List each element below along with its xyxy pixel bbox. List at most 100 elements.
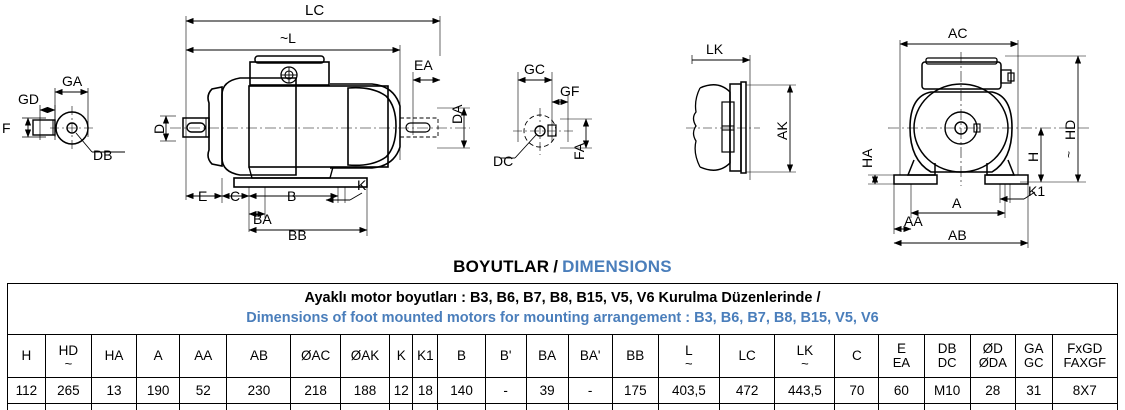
column-header-line1: GA — [1023, 340, 1044, 356]
table-cell-e: 60 — [878, 377, 925, 404]
table-cell-partial — [44, 403, 92, 410]
dimensions-table: Ayaklı motor boyutları : B3, B6, B7, B8,… — [7, 283, 1119, 410]
page-title-separator: / — [553, 257, 559, 276]
table-cell-partial — [437, 403, 486, 410]
dimensions-table-head: Ayaklı motor boyutları : B3, B6, B7, B8,… — [7, 283, 1119, 378]
column-header-a: A — [136, 334, 181, 378]
table-cell-partial — [1051, 403, 1119, 410]
label-K1: K1 — [1028, 183, 1045, 199]
column-header-line1: E — [896, 340, 906, 356]
label-HA: HA — [859, 148, 875, 168]
table-cell-partial — [657, 403, 720, 410]
table-cell-lk: 443,5 — [774, 377, 836, 404]
label-H: H — [1025, 152, 1041, 162]
column-header-ha: HA — [90, 334, 138, 378]
column-header-line1: DB — [937, 340, 957, 356]
column-header-line2: GC — [1023, 355, 1044, 371]
column-header-line1: HD — [58, 342, 79, 358]
table-cell-ba: 39 — [525, 377, 569, 404]
column-header-c: C — [834, 334, 880, 378]
flange-detail-drawing — [500, 72, 592, 159]
column-header-line1: BA — [538, 348, 557, 364]
table-cell-ga: 31 — [1014, 377, 1053, 404]
column-header-lc: LC — [718, 334, 776, 378]
page-title-english: DIMENSIONS — [562, 257, 672, 276]
table-cell-partial — [611, 403, 659, 410]
table-row-partial — [7, 403, 1119, 410]
table-cell-ba: - — [567, 377, 613, 404]
column-header-b: B — [437, 334, 486, 378]
motor-front-view-drawing — [868, 40, 1092, 248]
label-GC: GC — [524, 61, 545, 77]
column-header-ab: AB — [226, 334, 292, 378]
table-cell-k1: 18 — [412, 377, 439, 404]
label-A: A — [952, 195, 962, 211]
page-title: BOYUTLAR / DIMENSIONS — [0, 254, 1125, 280]
label-AC: AC — [948, 25, 967, 41]
shaft-end-detail-drawing — [22, 88, 125, 153]
label-FA: FA — [571, 142, 587, 160]
label-GA: GA — [62, 73, 83, 89]
label-HD: HD — [1062, 120, 1078, 140]
table-cell-partial — [923, 403, 971, 410]
table-cell-partial — [878, 403, 925, 410]
column-header-k: K — [389, 334, 414, 378]
table-cell-partial — [136, 403, 181, 410]
column-header-line2: DC — [937, 355, 957, 371]
table-cell-fxgd: 8X7 — [1051, 377, 1119, 404]
column-header-line1: ØD — [982, 340, 1003, 356]
table-cell-k: 12 — [389, 377, 414, 404]
label-F: F — [2, 120, 11, 136]
table-cell-partial — [484, 403, 527, 410]
column-header-ba: BA — [525, 334, 569, 378]
table-cell-partial — [834, 403, 880, 410]
label-LK: LK — [706, 41, 724, 57]
label-DC: DC — [493, 153, 513, 169]
column-header-line1: C — [851, 348, 862, 364]
label-DA: DA — [449, 104, 465, 124]
column-header-line1: AB — [249, 348, 268, 364]
table-cell-partial — [567, 403, 613, 410]
column-header-line1: L — [685, 342, 693, 358]
label-BA: BA — [253, 211, 272, 227]
column-header-line1: K1 — [417, 348, 434, 364]
column-header-line1: LC — [738, 348, 756, 364]
column-header-line1: A — [153, 348, 163, 364]
label-E: E — [198, 188, 207, 204]
table-cell-partial — [1014, 403, 1053, 410]
column-header-line1: ØAK — [350, 348, 380, 364]
column-header-line2: ØDA — [978, 355, 1007, 371]
table-cell-d: 28 — [969, 377, 1016, 404]
column-header-line1: B' — [499, 348, 512, 364]
table-cell-ac: 218 — [290, 377, 341, 404]
column-header-line1: ØAC — [301, 348, 331, 364]
column-header-hd: HD~ — [44, 334, 92, 378]
column-header-lk: LK~ — [774, 334, 836, 378]
fan-cover-drawing — [686, 55, 796, 180]
column-header-b: B' — [484, 334, 527, 378]
label-HD-tilde: ~ — [1062, 151, 1076, 158]
column-header-h: H — [7, 334, 46, 378]
label-B: B — [287, 188, 296, 204]
table-caption-row: Ayaklı motor boyutları : B3, B6, B7, B8,… — [7, 283, 1118, 335]
column-header-l: L~ — [657, 334, 720, 378]
column-header-tilde: ~ — [64, 356, 73, 372]
table-cell-b: - — [484, 377, 527, 404]
label-AA: AA — [904, 213, 923, 229]
table-cell-partial — [7, 403, 46, 410]
table-caption-turkish: Ayaklı motor boyutları : B3, B6, B7, B8,… — [304, 289, 821, 306]
table-cell-partial — [90, 403, 138, 410]
motor-side-view-drawing — [160, 16, 470, 236]
label-AK: AK — [774, 121, 790, 140]
column-header-ac: ØAC — [290, 334, 341, 378]
table-cell-ak: 188 — [339, 377, 391, 404]
column-header-line1: FxGD — [1067, 340, 1103, 356]
